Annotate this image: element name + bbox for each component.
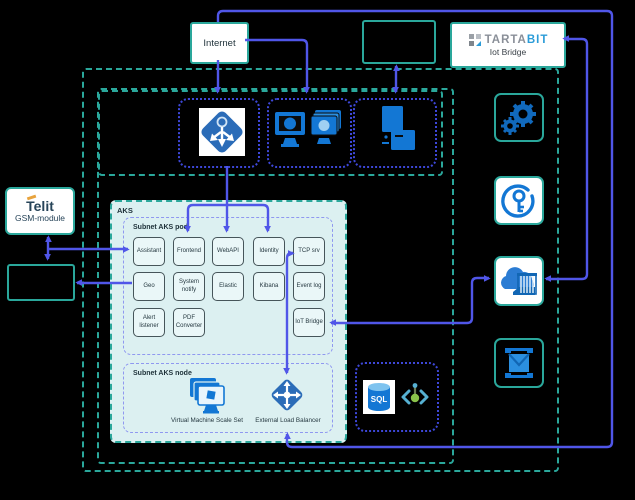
tartabit-brand: TARTABIT — [484, 34, 549, 46]
iot-hub-icon — [401, 383, 429, 405]
virtual-machines-icon — [275, 110, 341, 147]
mail-service-icon — [505, 348, 533, 378]
pod-tcp-srv: TCP srv — [293, 237, 325, 266]
pod-geo: Geo — [133, 272, 165, 301]
pod-frontend: Frontend — [173, 237, 205, 266]
container-registry-box — [494, 256, 544, 306]
vm-scale-set-icon — [190, 378, 225, 414]
subnet-aks-pod-label: Subnet AKS pod — [133, 224, 188, 231]
tartabit-logo-icon — [468, 34, 481, 46]
key-vault-box — [494, 176, 544, 225]
pod-webapi: WebAPI — [212, 237, 244, 266]
key-vault-icon — [501, 183, 535, 218]
pod-assistant: Assistant — [133, 237, 165, 266]
pod-identity: Identity — [253, 237, 285, 266]
aks-label: AKS — [117, 206, 133, 215]
internet-label: Internet — [203, 37, 236, 49]
automation-gears-icon — [501, 100, 536, 135]
subnet-aks-node-label: Subnet AKS node — [133, 370, 192, 377]
svg-text:SQL: SQL — [371, 395, 388, 404]
mail-service-box — [494, 338, 544, 388]
internet-node: Internet — [190, 22, 249, 64]
automation-gears-box — [494, 93, 544, 142]
telit-subtitle: GSM-module — [14, 213, 66, 223]
pod-kibana: Kibana — [253, 272, 285, 301]
elb-label: External Load Balancer — [255, 417, 321, 424]
tartabit-node: TARTABIT Iot Bridge — [450, 22, 566, 68]
pod-pdf-converter: PDF Converter — [173, 308, 205, 337]
container-registry-icon — [501, 267, 537, 295]
sql-database-icon: SQL — [363, 380, 395, 414]
pod-system-notify: System notify — [173, 272, 205, 301]
pod-elastic: Elastic — [212, 272, 244, 301]
server-icon — [382, 106, 415, 150]
pod-event-log: Event log — [293, 272, 325, 301]
telit-gsm-module-node: Telit GSM-module — [5, 187, 75, 235]
pod-alert-listener: Alert listener — [133, 308, 165, 337]
device-node — [7, 264, 75, 301]
telit-brand: Telit — [26, 194, 54, 213]
tartabit-subtitle: Iot Bridge — [489, 47, 527, 57]
external-load-balancer-icon — [271, 379, 303, 411]
vmss-label: Virtual Machine Scale Set — [171, 417, 243, 424]
application-gateway-icon — [199, 108, 245, 156]
pod-iot-bridge: IoT Bridge — [293, 308, 325, 337]
unlabeled-top-node — [362, 20, 436, 64]
